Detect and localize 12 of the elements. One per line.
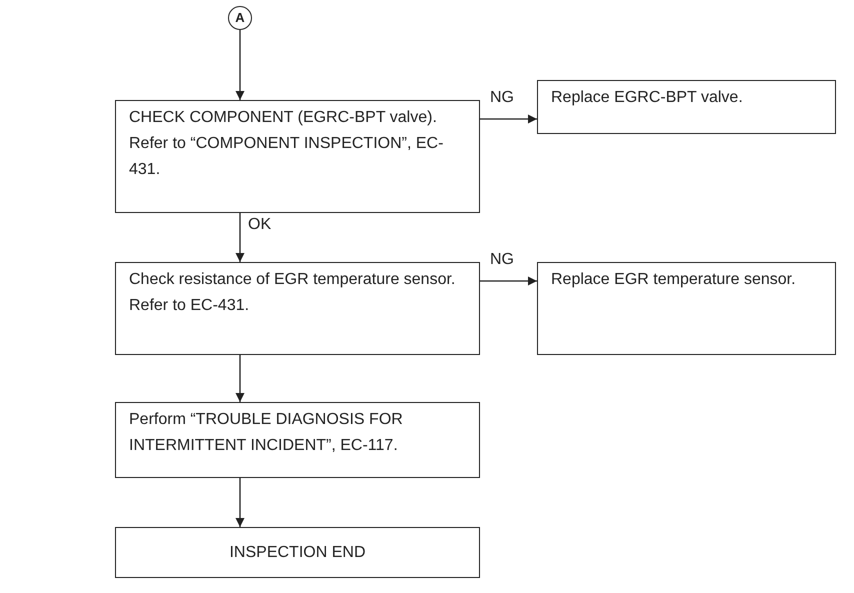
process-box: Replace EGRC-BPT valve. — [537, 80, 836, 134]
arrow — [480, 114, 537, 124]
process-box: Replace EGR temperature sensor. — [537, 262, 836, 355]
arrow — [236, 478, 244, 527]
arrow — [236, 213, 244, 262]
process-box: CHECK COMPONENT (EGRC-BPT valve). Refer to “COMPONENT INSPECTION”, EC-431. — [115, 100, 480, 213]
arrow — [236, 30, 244, 100]
process-box: Perform “TROUBLE DIAGNOSIS FOR INTERMITTENT INCIDENT”, EC-117. — [115, 402, 480, 478]
process-box: INSPECTION END — [115, 527, 480, 578]
process-box: Check resistance of EGR temperature sensor. Refer to EC-431. — [115, 262, 480, 355]
arrow — [236, 355, 244, 402]
arrow — [480, 276, 537, 286]
